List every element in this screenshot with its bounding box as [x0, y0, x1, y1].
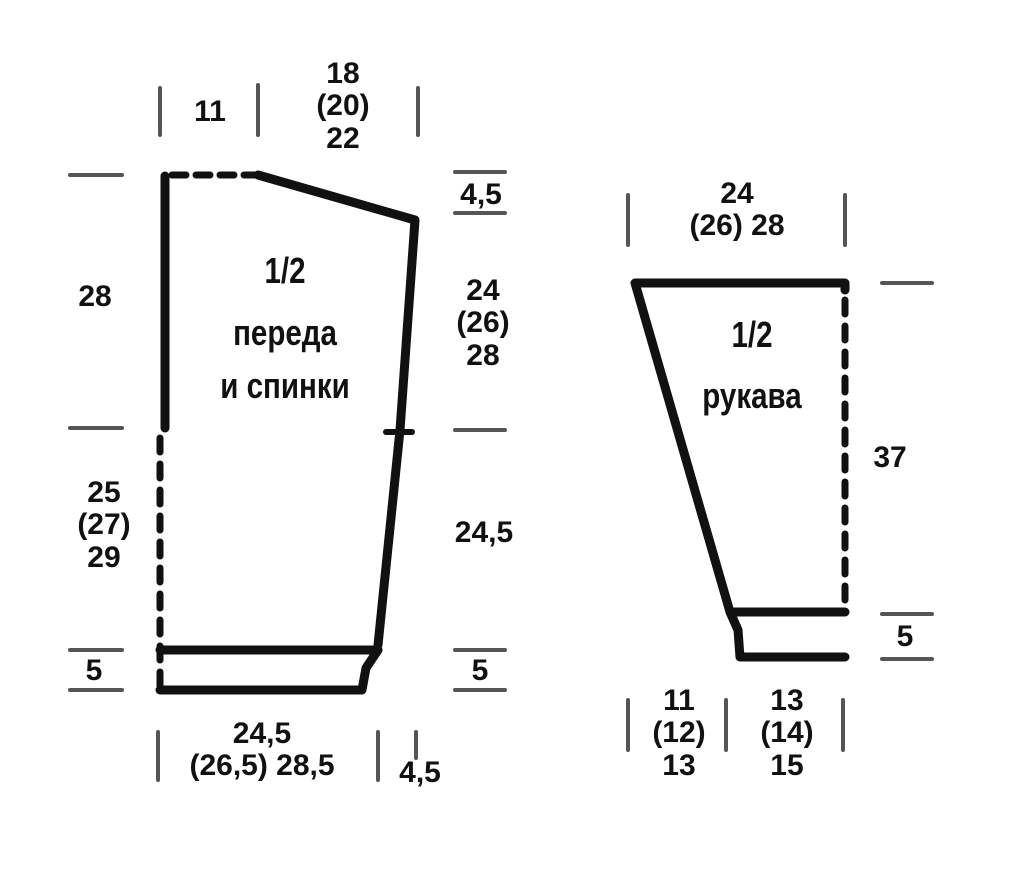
- body-shoulder-drop-label: 4,5: [460, 178, 502, 211]
- sleeve-cuff-label: 5: [896, 620, 914, 653]
- sleeve-bottom-left-label: 11 (12) 13: [652, 684, 706, 782]
- body-shoulder-armhole: [253, 170, 420, 650]
- sleeve-bottom-right-label: 13 (14) 15: [760, 684, 814, 782]
- body-bottom-taper-label: 4,5: [399, 756, 441, 789]
- body-rib-left-label: 5: [85, 654, 103, 687]
- body-side-height-right-label: 24,5: [454, 516, 514, 549]
- body-side-height-left-label: 25 (27) 29: [77, 476, 131, 574]
- body-rib-right-label: 5: [471, 654, 489, 687]
- sleeve-title-fraction: 1/2: [731, 314, 773, 355]
- sleeve-top-width-label: 24 (26) 28: [689, 177, 785, 243]
- body-neck-depth-label: 28: [78, 280, 112, 313]
- body-neck-width-label: 11: [194, 95, 226, 128]
- body-shoulder-width-label: 18 (20) 22: [316, 57, 370, 155]
- body-title-line2: переда: [233, 312, 337, 353]
- body-rib-bottom: [155, 645, 383, 695]
- body-title-line3: и спинки: [220, 365, 350, 406]
- body-title-fraction: 1/2: [264, 250, 306, 291]
- body-armhole-height-label: 24 (26) 28: [456, 274, 510, 372]
- body-bottom-width-label: 24,5 (26,5) 28,5: [189, 717, 335, 783]
- sleeve-title-line2: рукава: [702, 375, 802, 416]
- sleeve-length-label: 37: [873, 441, 907, 474]
